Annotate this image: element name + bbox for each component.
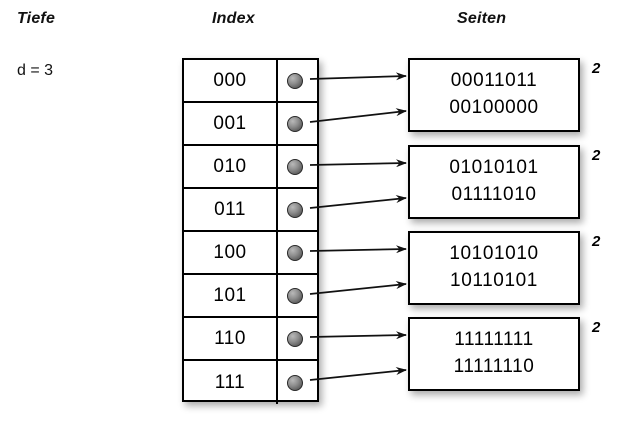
index-pointer-cell[interactable]: [278, 103, 317, 144]
pointer-dot-icon: [287, 287, 303, 304]
page-box[interactable]: 00011011 00100000: [408, 58, 580, 132]
pointer-dot-icon: [287, 115, 303, 132]
pointer-dot-icon: [287, 201, 303, 218]
index-row[interactable]: 110: [184, 318, 317, 361]
pointer-dot-icon: [287, 330, 303, 347]
index-key: 000: [184, 60, 278, 101]
depth-value-label: d = 3: [17, 62, 54, 79]
index-table: 000 001 010 011 100: [182, 58, 319, 404]
index-key: 100: [184, 232, 278, 273]
pointer-arrow-101: [309, 281, 407, 295]
index-pointer-cell[interactable]: [278, 318, 317, 359]
column-heading-index: Index: [212, 10, 255, 27]
pointer-arrow-011: [309, 195, 407, 209]
index-key: 101: [184, 275, 278, 316]
index-pointer-cell[interactable]: [278, 275, 317, 316]
pointer-arrow-110: [309, 331, 407, 340]
page-count-label: 2: [592, 233, 601, 250]
index-row[interactable]: 100: [184, 232, 317, 275]
column-heading-pages: Seiten: [457, 10, 507, 27]
index-key: 011: [184, 189, 278, 230]
page-record: 10110101: [450, 270, 538, 291]
pointer-dot-icon: [287, 244, 303, 261]
index-row[interactable]: 111: [184, 361, 317, 404]
page-box[interactable]: 11111111 11111110: [408, 317, 580, 391]
index-key: 111: [184, 361, 278, 404]
page-record: 10101010: [449, 243, 539, 265]
pointer-dot-icon: [287, 72, 303, 89]
index-key: 110: [184, 318, 278, 359]
index-row[interactable]: 001: [184, 103, 317, 146]
index-pointer-cell[interactable]: [278, 232, 317, 273]
pointer-arrow-001: [309, 108, 407, 123]
page-record: 11111110: [453, 356, 535, 377]
page-box[interactable]: 10101010 10110101: [408, 231, 580, 305]
page-count-label: 2: [592, 60, 601, 77]
pointer-arrow-010: [309, 159, 407, 168]
index-pointer-cell[interactable]: [278, 146, 317, 187]
page-count-label: 2: [592, 147, 601, 164]
pointer-dot-icon: [287, 158, 303, 175]
index-pointer-cell[interactable]: [278, 361, 317, 404]
page-box[interactable]: 01010101 01111010: [408, 145, 580, 219]
pointer-dot-icon: [287, 374, 303, 391]
page-record: 01111010: [451, 184, 537, 205]
index-pointer-cell[interactable]: [278, 189, 317, 230]
index-row[interactable]: 010: [184, 146, 317, 189]
column-heading-depth: Tiefe: [17, 10, 56, 27]
page-record: 01010101: [449, 157, 539, 179]
index-row[interactable]: 000: [184, 60, 317, 103]
index-pointer-cell[interactable]: [278, 60, 317, 101]
index-row[interactable]: 101: [184, 275, 317, 318]
index-row[interactable]: 011: [184, 189, 317, 232]
pointer-arrow-000: [309, 72, 407, 81]
page-record: 00011011: [450, 70, 538, 92]
pointer-arrow-100: [309, 245, 407, 254]
page-count-label: 2: [592, 319, 601, 336]
index-key: 010: [184, 146, 278, 187]
index-key: 001: [184, 103, 278, 144]
page-record: 11111111: [454, 329, 534, 351]
pointer-arrow-111: [309, 367, 407, 381]
page-record: 00100000: [449, 97, 539, 118]
